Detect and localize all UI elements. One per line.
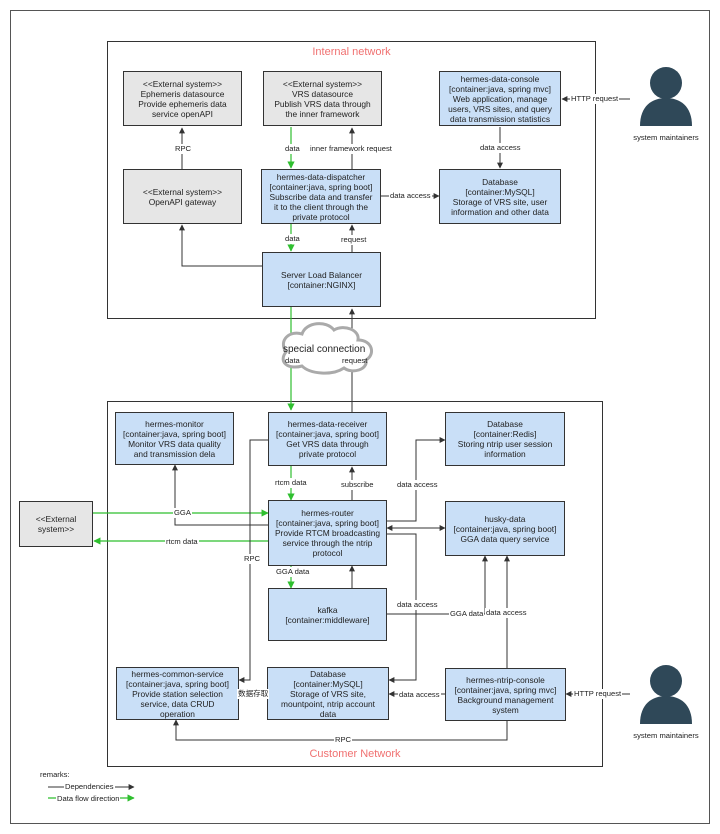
edge-label-http-bottom: HTTP request <box>573 689 623 699</box>
cloud-shape <box>281 322 374 375</box>
node-hermes-monitor: hermes-monitor [container:java, spring b… <box>115 412 234 465</box>
edge-label-data-access-mid: data access <box>396 600 439 610</box>
edge-router-monitor <box>172 464 268 526</box>
node-hermes-data-receiver: hermes-data-receiver [container:java, sp… <box>268 412 387 466</box>
node-ephemeris-datasource: <<External system>> Ephemeris datasource… <box>123 71 242 126</box>
edge-label-data-slb: data <box>284 234 301 244</box>
node-server-load-balancer: Server Load Balancer [container:NGINX] <box>262 252 381 307</box>
node-hermes-ntrip-console: hermes-ntrip-console [container:java, sp… <box>445 668 566 721</box>
edge-label-data-access-ntrip-db: data access <box>398 690 441 700</box>
edge-label-gga-data-kafka: GGA data <box>275 567 311 577</box>
edge-label-cloud-data: data <box>285 356 300 365</box>
edge-label-data-access-dispatcher: data access <box>389 191 432 201</box>
node-database-redis: Database [container:Redis] Storing ntrip… <box>445 412 565 466</box>
edge-label-rtcm-data: rtcm data <box>274 478 308 488</box>
internal-network-title: Internal network <box>312 46 391 58</box>
customer-network-title: Customer Network <box>309 748 401 760</box>
edge-label-data-access-console: data access <box>479 143 522 153</box>
node-kafka: kafka [container:middleware] <box>268 588 387 641</box>
person-caption: system maintainers <box>633 731 699 740</box>
node-hermes-data-dispatcher: hermes-data-dispatcher [container:java, … <box>261 169 381 224</box>
node-husky-data: husky-data [container:java, spring boot]… <box>445 501 565 556</box>
edge-label-data-access-ntrip-husky: data access <box>485 608 528 618</box>
edge-label-data-vrs: data <box>284 144 301 154</box>
edge-label-cloud-request: request <box>342 356 368 365</box>
legend-dependencies-label: Dependencies <box>64 782 115 792</box>
person-system-maintainers-top: system maintainers <box>621 66 711 142</box>
edge-label-request-slb: request <box>340 235 368 245</box>
node-vrs-datasource: <<External system>> VRS datasource Publi… <box>263 71 382 126</box>
cloud-label: special connection <box>283 344 366 355</box>
edge-label-rpc-bottom: RPC <box>334 735 353 745</box>
person-icon <box>640 67 692 126</box>
person-caption: system maintainers <box>633 133 699 142</box>
edge-slb-openapi <box>179 224 262 267</box>
edge-label-rpc-top: RPC <box>174 144 193 154</box>
node-openapi-gateway: <<External system>> OpenAPI gateway <box>123 169 242 224</box>
node-hermes-common-service: hermes-common-service [container:java, s… <box>116 667 239 720</box>
legend-data-flow-label: Data flow direction <box>56 794 121 804</box>
edge-label-http-top: HTTP request <box>570 94 620 104</box>
node-external-system-left: <<External system>> <box>19 501 93 547</box>
edge-label-subscribe: subscribe <box>340 480 375 490</box>
edge-label-gga-data-husky: GGA data <box>449 609 485 619</box>
legend-title: remarks: <box>40 770 70 779</box>
diagram-frame <box>10 10 710 824</box>
person-icon <box>640 665 692 724</box>
node-hermes-router: hermes-router [container:java, spring bo… <box>268 500 387 566</box>
node-database-mysql-internal: Database [container:MySQL] Storage of VR… <box>439 169 561 224</box>
node-database-mysql-customer: Database [container:MySQL] Storage of VR… <box>267 667 389 720</box>
edge-label-data-cn: 数据存取 <box>237 689 270 699</box>
edge-label-rtcm-data-left: rtcm data <box>165 537 199 547</box>
edge-label-rpc-mid: RPC <box>243 554 262 564</box>
person-system-maintainers-bottom: system maintainers <box>621 664 711 740</box>
edge-label-data-access-redis: data access <box>396 480 439 490</box>
edge-label-inner-request: inner framework request <box>309 144 393 154</box>
edge-label-gga: GGA <box>173 508 192 518</box>
node-hermes-data-console: hermes-data-console [container:java, spr… <box>439 71 561 126</box>
